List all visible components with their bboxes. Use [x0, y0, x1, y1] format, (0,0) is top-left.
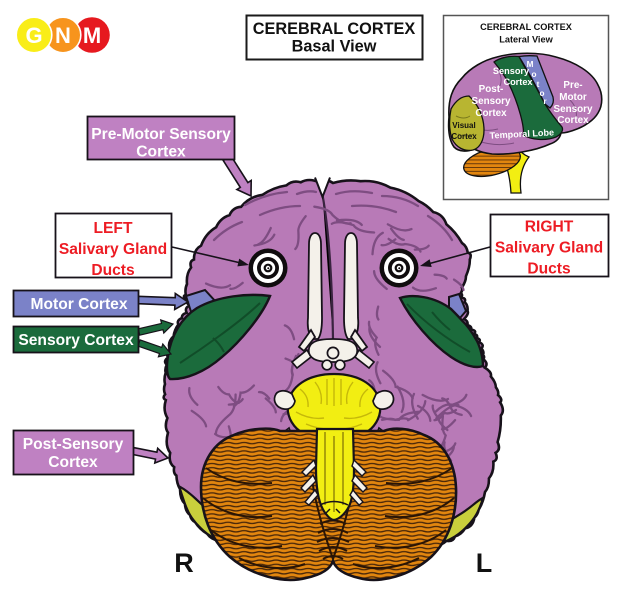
svg-text:Sensory: Sensory	[472, 96, 511, 107]
svg-text:M: M	[83, 23, 101, 48]
svg-text:Sensory: Sensory	[554, 104, 593, 115]
svg-text:r: r	[543, 97, 547, 106]
svg-text:N: N	[55, 23, 71, 48]
svg-text:Post-: Post-	[479, 84, 504, 95]
svg-text:Ducts: Ducts	[91, 262, 135, 279]
svg-text:o: o	[539, 89, 544, 98]
svg-text:o: o	[531, 70, 536, 79]
svg-text:R: R	[174, 548, 194, 578]
svg-text:RIGHT: RIGHT	[525, 219, 574, 236]
svg-text:Cortex: Cortex	[475, 108, 507, 119]
svg-text:LEFT: LEFT	[94, 220, 133, 237]
svg-text:Pre-Motor Sensory: Pre-Motor Sensory	[91, 126, 231, 143]
svg-text:Sensory Cortex: Sensory Cortex	[18, 332, 134, 349]
svg-text:Basal View: Basal View	[292, 38, 377, 56]
svg-text:Ducts: Ducts	[527, 261, 571, 278]
svg-text:Motor: Motor	[559, 92, 587, 103]
svg-text:Post-Sensory: Post-Sensory	[23, 436, 124, 453]
svg-text:Visual: Visual	[452, 121, 475, 130]
svg-text:M: M	[527, 60, 534, 69]
svg-text:Cortex: Cortex	[451, 132, 477, 141]
svg-text:Salivary Gland: Salivary Gland	[495, 240, 603, 257]
svg-text:L: L	[476, 548, 493, 578]
svg-text:Sensory: Sensory	[493, 66, 530, 76]
svg-text:Salivary Gland: Salivary Gland	[59, 241, 167, 258]
svg-text:Lateral View: Lateral View	[499, 35, 553, 45]
svg-text:Cortex: Cortex	[503, 77, 533, 87]
svg-text:Cortex: Cortex	[48, 454, 98, 471]
svg-text:CEREBRAL CORTEX: CEREBRAL CORTEX	[480, 22, 573, 32]
svg-text:Pre-: Pre-	[563, 80, 582, 91]
svg-text:Temporal Lobe: Temporal Lobe	[489, 127, 554, 140]
svg-text:Motor Cortex: Motor Cortex	[30, 296, 127, 313]
svg-text:G: G	[25, 23, 42, 48]
svg-text:Cortex: Cortex	[557, 115, 589, 126]
svg-text:Cortex: Cortex	[136, 144, 186, 161]
svg-text:t: t	[537, 80, 540, 89]
svg-text:CEREBRAL CORTEX: CEREBRAL CORTEX	[253, 20, 416, 38]
